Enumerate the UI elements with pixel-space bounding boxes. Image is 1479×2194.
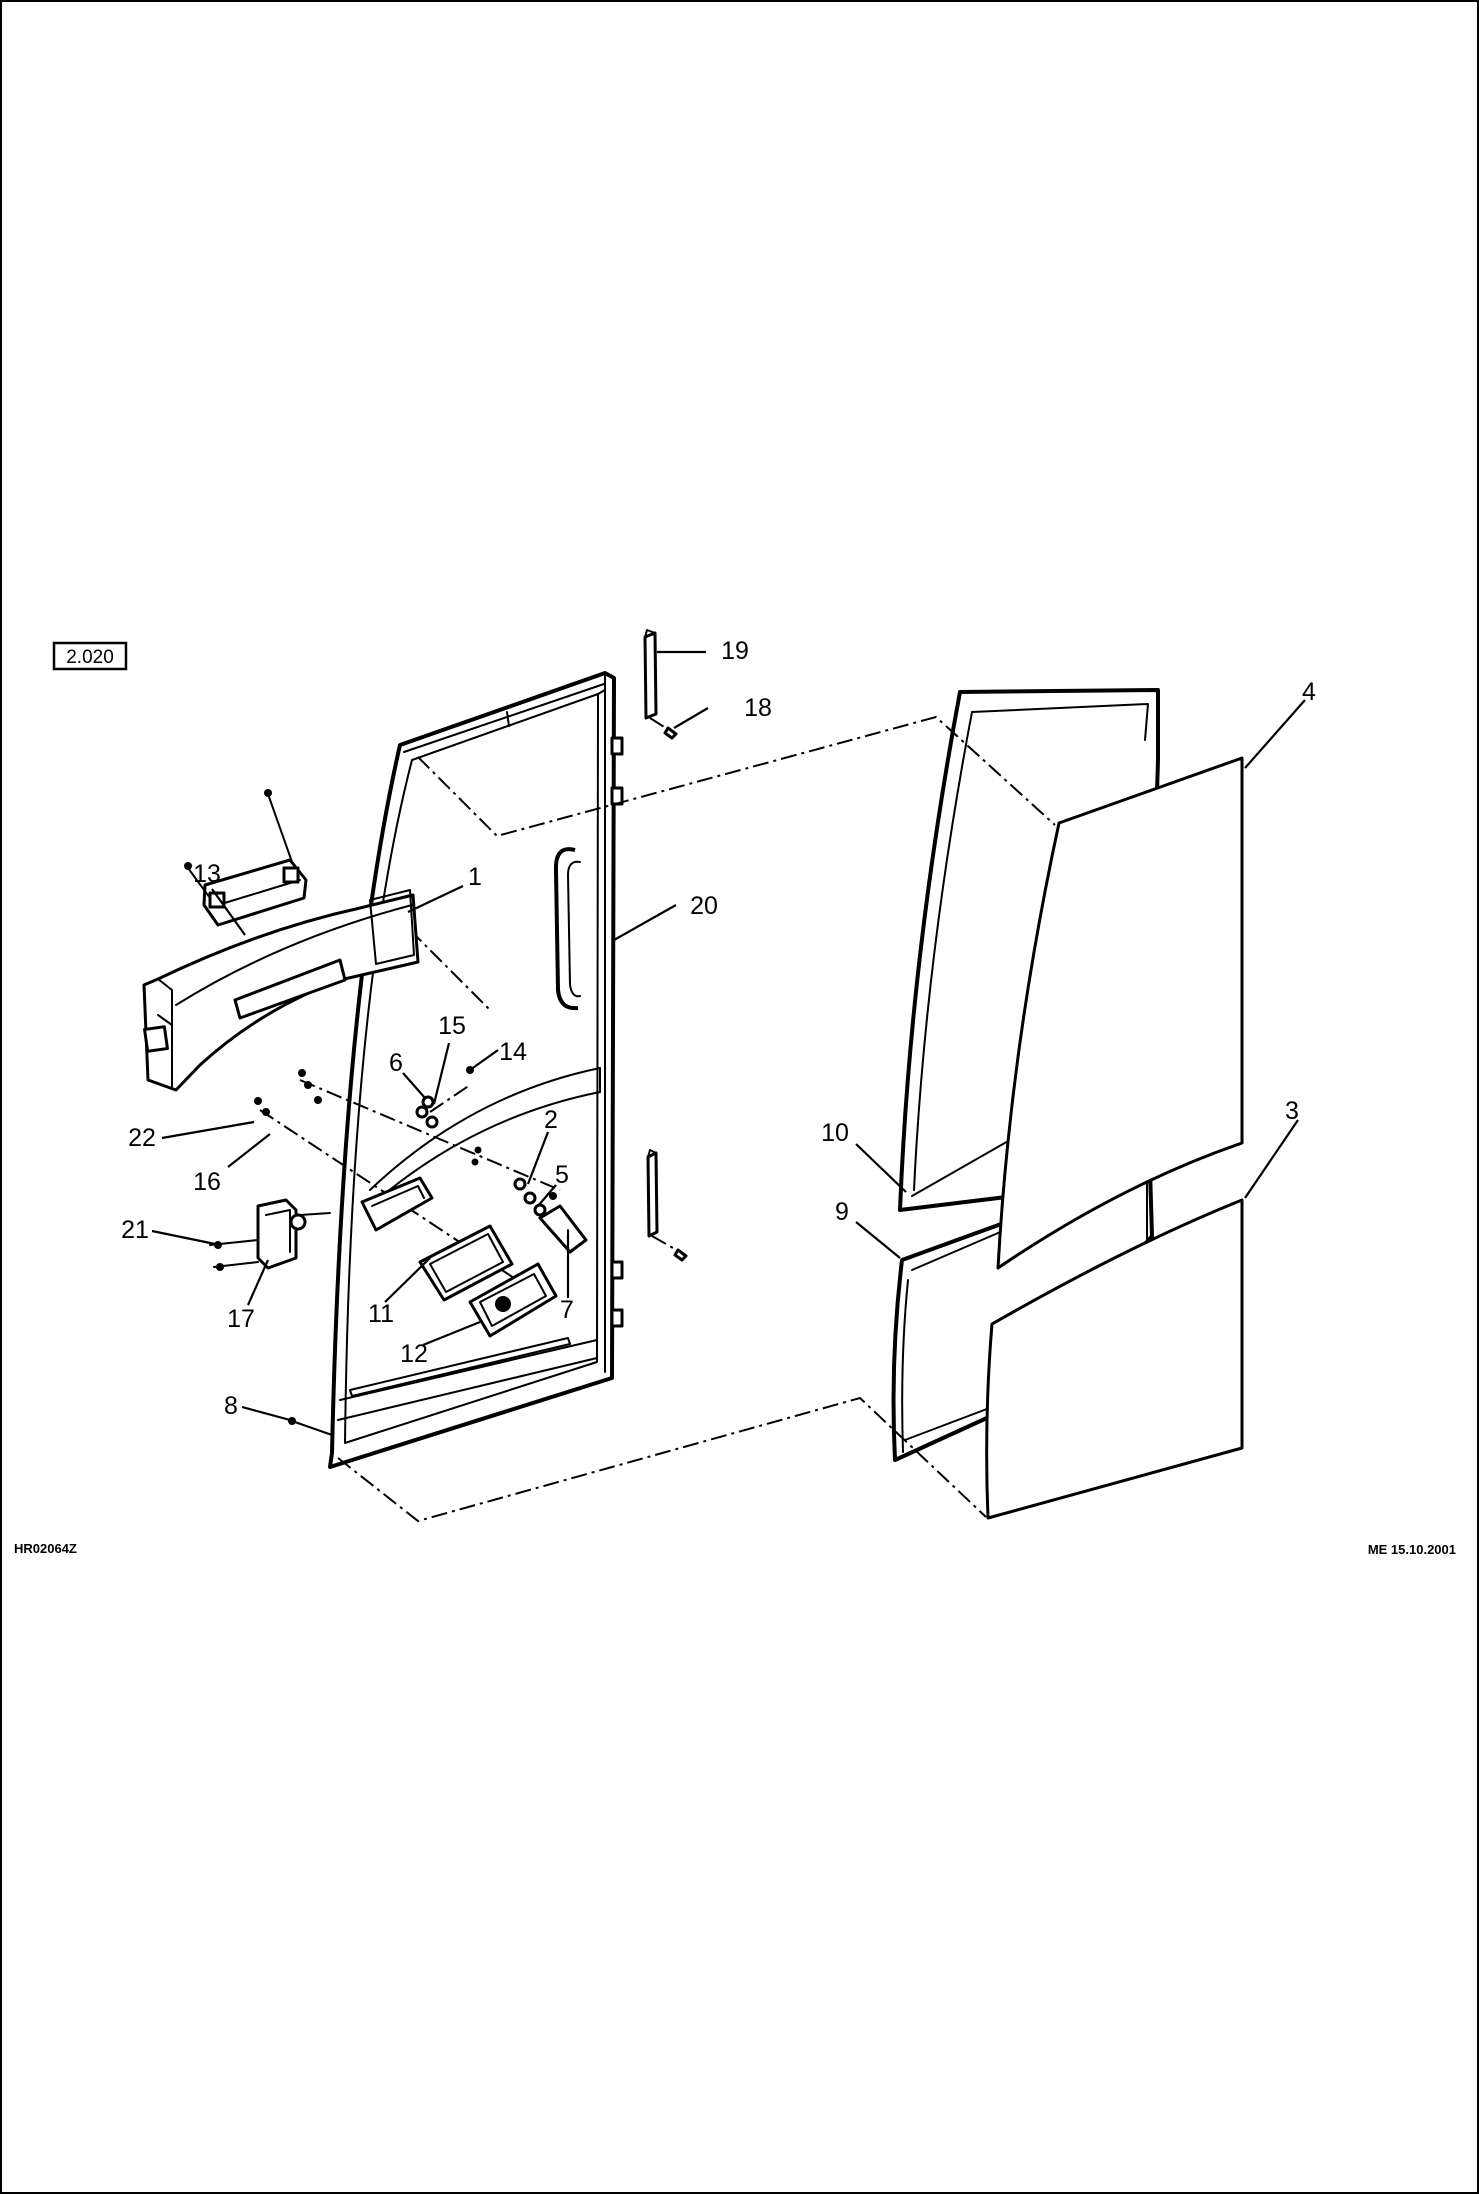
callout-2: 2 [544,1106,558,1134]
callout-13: 13 [193,860,221,888]
callout-1: 1 [468,863,482,891]
callout-9: 9 [835,1198,849,1226]
lock-housing [360,1176,514,1302]
callout-16: 16 [193,1168,221,1196]
upper-glass-pane [996,756,1244,1270]
upper-glass-seal [898,688,1160,1212]
revision-stamp: ME 15.10.2001 [1368,1542,1456,1557]
callout-3: 3 [1285,1097,1299,1125]
assembly-lines [337,715,1056,1523]
callout-4: 4 [1302,678,1316,706]
mounting-strap [184,789,308,927]
callout-15: 15 [438,1012,466,1040]
lower-glass-seal [891,1168,1154,1462]
callout-14: 14 [499,1038,527,1066]
callout-6: 6 [389,1049,403,1077]
callout-leaders [151,650,1306,1422]
lower-glass-pane [985,1198,1244,1520]
section-badge-text: 2.020 [66,647,114,668]
lock-cover [468,1262,558,1338]
callout-21: 21 [121,1216,149,1244]
latch-block [209,1198,331,1271]
callout-11: 11 [368,1300,394,1328]
callout-8: 8 [224,1392,238,1420]
hinge-pin-lower [646,1149,688,1262]
callout-17: 17 [227,1305,255,1333]
bottom-seal-strip [288,1417,333,1436]
callout-5: 5 [555,1161,569,1189]
fasteners-middle [254,1066,561,1283]
callout-labels: 1 2 3 4 5 6 7 8 9 10 11 12 13 14 15 16 1… [121,637,1316,1420]
callout-10: 10 [821,1119,849,1147]
callout-22: 22 [128,1124,156,1152]
callout-7: 7 [560,1296,574,1324]
upper-bracket [142,889,420,1092]
callout-18: 18 [744,694,772,722]
drawing-number: HR02064Z [14,1541,77,1556]
section-badge: 2.020 [52,641,128,671]
hinge-pin-upper [643,629,678,740]
callout-12: 12 [400,1340,428,1368]
door-frame [328,671,624,1469]
callout-19: 19 [721,637,749,665]
callout-20: 20 [690,892,718,920]
